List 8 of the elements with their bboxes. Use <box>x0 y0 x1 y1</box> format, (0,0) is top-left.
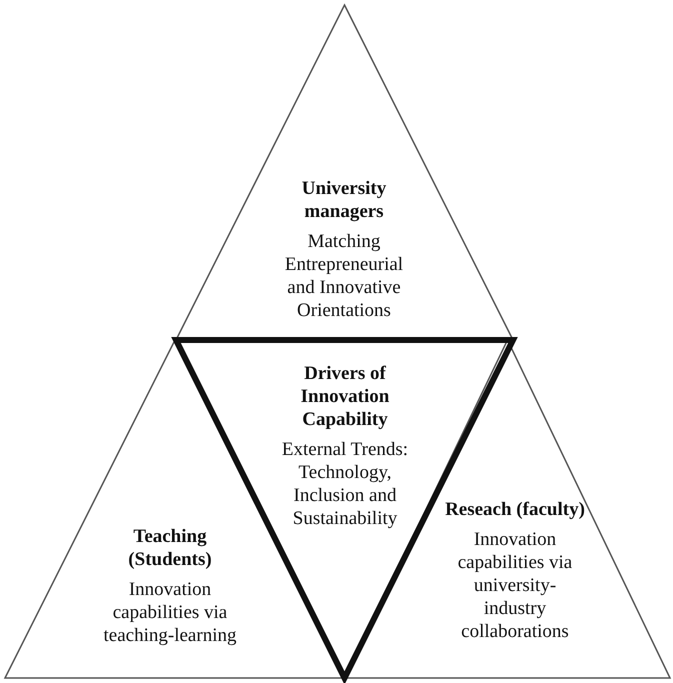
node-heading: Reseach (faculty) <box>445 498 585 521</box>
node-text: Innovation capabilities via teaching-learning <box>102 578 238 647</box>
node-text: External Trends: Technology, Inclusion and Sustainability <box>280 438 410 530</box>
node-heading: Teaching (Students) <box>127 525 213 571</box>
node-text: Innovation capabilities via university-industry collaborations <box>456 528 574 643</box>
node-heading: Drivers of Innovation Capability <box>300 362 390 431</box>
node-text: Matching Entrepreneurial and Innovative Orientations <box>284 230 404 322</box>
node-heading: University managers <box>300 177 388 223</box>
